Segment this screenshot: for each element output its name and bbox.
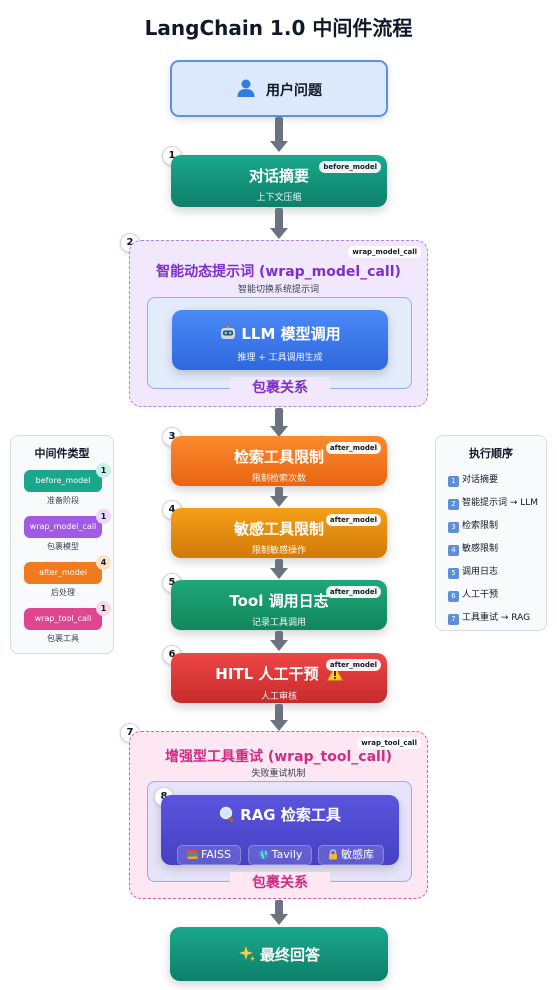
group-subtitle: 失败重试机制 — [251, 769, 306, 779]
legend-chip-before-model: before_model — [24, 470, 102, 492]
legend-sub: 包裹工具 — [47, 634, 79, 643]
magnifier-icon — [219, 806, 236, 827]
order-title: 执行顺序 — [469, 447, 513, 460]
group-subtitle: 智能切换系统提示词 — [237, 285, 319, 295]
step-subtitle: 限制敏感操作 — [251, 546, 306, 556]
group-title: 智能动态提示词 (wrap_model_call) — [156, 264, 401, 280]
order-label: 工具重试 → RAG — [462, 613, 531, 623]
user-icon — [236, 78, 256, 102]
flow-arrow — [270, 559, 288, 579]
legend-sub: 准备阶段 — [47, 496, 79, 505]
order-label: 对话摘要 — [462, 475, 499, 485]
flow-arrow — [270, 487, 288, 507]
page-title: LangChain 1.0 中间件流程 — [144, 16, 413, 40]
middleware-tag: after_model — [325, 514, 381, 526]
wrap-relation-label: 包裹关系 — [230, 377, 330, 397]
rag-tool-node[interactable]: RAG 检索工具 FAISS Tavily — [161, 795, 399, 865]
step-hitl[interactable]: after_model HITL 人工干预 人工审核 — [171, 653, 387, 703]
legend-count-badge: 4 — [96, 555, 111, 570]
order-num: 7 — [448, 614, 459, 625]
rag-tool-label: Tavily — [271, 848, 303, 861]
rag-title: RAG 检索工具 — [240, 806, 341, 824]
group-title: 增强型工具重试 (wrap_tool_call) — [164, 749, 393, 765]
rag-tool-sensitive-db[interactable]: 敏感库 — [318, 845, 384, 865]
lock-icon — [328, 848, 338, 866]
step-subtitle: 记录工具调用 — [251, 618, 306, 628]
order-label: 敏感限制 — [462, 544, 499, 554]
step-dialog-summary[interactable]: before_model 对话摘要 上下文压缩 — [171, 155, 387, 207]
step-title: 敏感工具限制 — [233, 520, 324, 538]
step-sensitive-limit[interactable]: after_model 敏感工具限制 限制敏感操作 — [171, 508, 387, 558]
legend-sub: 后处理 — [51, 588, 75, 597]
middleware-tag: before_model — [319, 161, 381, 173]
robot-icon — [219, 323, 237, 346]
order-num: 3 — [448, 522, 459, 533]
middleware-tag: wrap_tool_call — [357, 737, 421, 749]
step-tool-log[interactable]: after_model Tool 调用日志 记录工具调用 — [171, 580, 387, 630]
wrap-tool-call-group: wrap_tool_call 增强型工具重试 (wrap_tool_call) … — [129, 731, 428, 899]
rag-tool-tavily[interactable]: Tavily — [248, 845, 312, 865]
wrap-model-call-group: wrap_model_call 智能动态提示词 (wrap_model_call… — [129, 240, 428, 407]
flow-arrow — [270, 704, 288, 731]
final-answer-label: 最终回答 — [259, 946, 320, 964]
user-question-label: 用户问题 — [266, 83, 323, 99]
flow-arrow — [270, 117, 288, 152]
step-title: 检索工具限制 — [233, 448, 324, 466]
order-label: 人工干预 — [462, 590, 499, 600]
flow-arrow — [270, 408, 288, 437]
llm-call-node[interactable]: LLM 模型调用 推理 + 工具调用生成 — [172, 310, 388, 370]
order-num: 4 — [448, 545, 459, 556]
order-label: 调用日志 — [462, 567, 499, 577]
final-answer-node[interactable]: 最终回答 — [170, 927, 388, 981]
middleware-tag: wrap_model_call — [348, 246, 421, 258]
order-num: 5 — [448, 568, 459, 579]
legend-count-badge: 1 — [96, 509, 111, 524]
sparkles-icon — [238, 945, 256, 967]
middleware-tag: after_model — [325, 586, 381, 598]
legend-count-badge: 1 — [96, 463, 111, 478]
flow-arrow — [270, 631, 288, 651]
order-label: 智能提示词 → LLM — [462, 498, 539, 508]
step-title: HITL 人工干预 — [215, 665, 319, 683]
middleware-tag: after_model — [325, 442, 381, 454]
legend-sub: 包裹模型 — [47, 542, 79, 551]
step-subtitle: 上下文压缩 — [256, 193, 302, 203]
wrap-relation-label: 包裹关系 — [230, 872, 330, 892]
order-num: 6 — [448, 591, 459, 602]
warning-icon — [326, 665, 343, 685]
globe-icon — [258, 848, 269, 866]
step-subtitle: 人工审核 — [260, 692, 297, 702]
step-retrieval-limit[interactable]: after_model 检索工具限制 限制检索次数 — [171, 436, 387, 486]
llm-title: LLM 模型调用 — [241, 325, 341, 343]
flow-arrow — [270, 208, 288, 239]
order-label: 检索限制 — [462, 521, 499, 531]
rag-tool-label: FAISS — [200, 848, 232, 861]
order-num: 2 — [448, 499, 459, 510]
legend-chip-after-model: after_model — [24, 562, 102, 584]
llm-subtitle: 推理 + 工具调用生成 — [237, 353, 323, 363]
middleware-type-legend: 中间件类型 before_model 1 准备阶段 wrap_model_cal… — [10, 435, 114, 654]
rag-tool-faiss[interactable]: FAISS — [177, 845, 241, 865]
order-num: 1 — [448, 476, 459, 487]
step-title: Tool 调用日志 — [229, 592, 329, 610]
middleware-tag: after_model — [325, 659, 381, 671]
rag-tool-label: 敏感库 — [341, 848, 374, 861]
user-question-node[interactable]: 用户问题 — [170, 60, 388, 117]
legend-chip-wrap-tool-call: wrap_tool_call — [24, 608, 102, 630]
legend-chip-wrap-model-call: wrap_model_call — [24, 516, 102, 538]
legend-title: 中间件类型 — [34, 447, 90, 460]
step-subtitle: 限制检索次数 — [251, 474, 306, 484]
legend-count-badge: 1 — [96, 601, 111, 616]
flow-arrow — [270, 900, 288, 925]
step-title: 对话摘要 — [248, 167, 309, 185]
books-icon — [187, 848, 198, 866]
